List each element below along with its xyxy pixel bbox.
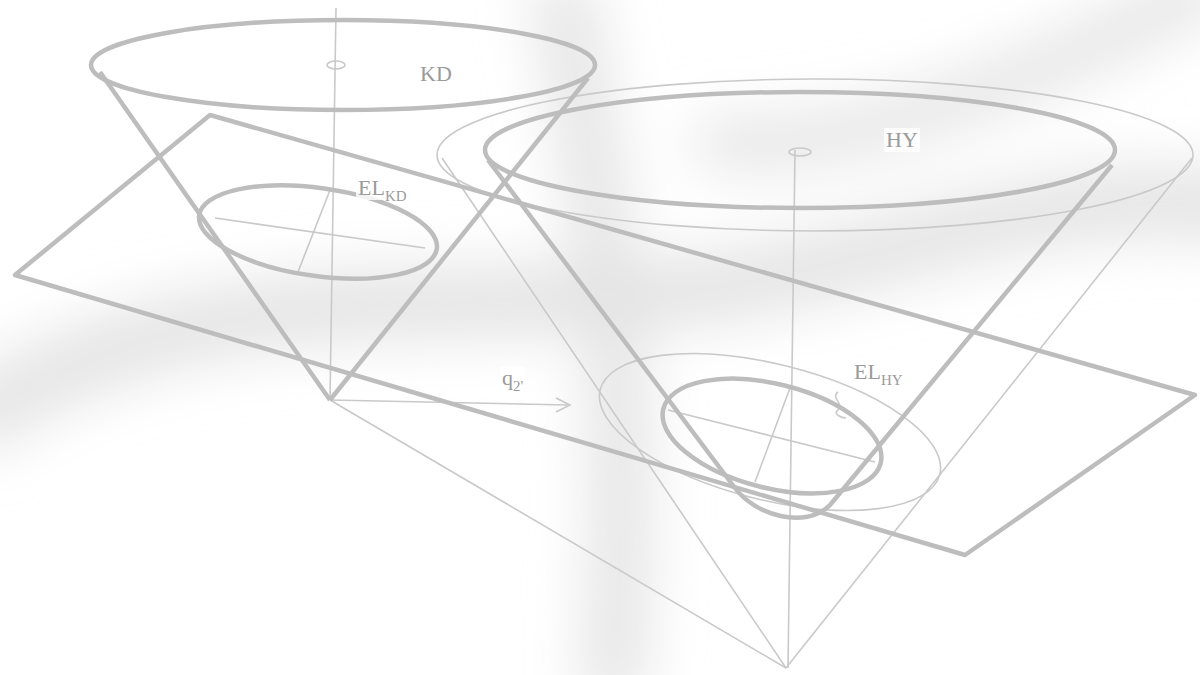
label-text: EL — [854, 359, 881, 384]
figure-label: ELHY — [852, 360, 905, 384]
label-subscript: KD — [385, 188, 407, 204]
label-text: KD — [420, 61, 452, 86]
label-subscript: 2' — [513, 378, 523, 394]
figure-label: q2' — [500, 366, 525, 390]
figure-label: KD — [418, 62, 454, 86]
label-text: q — [502, 365, 513, 390]
label-text: EL — [358, 175, 385, 200]
label-subscript: HY — [881, 372, 903, 388]
label-text: HY — [886, 127, 918, 152]
figure-label: HY — [884, 128, 920, 152]
figure-label: ELKD — [356, 176, 409, 200]
